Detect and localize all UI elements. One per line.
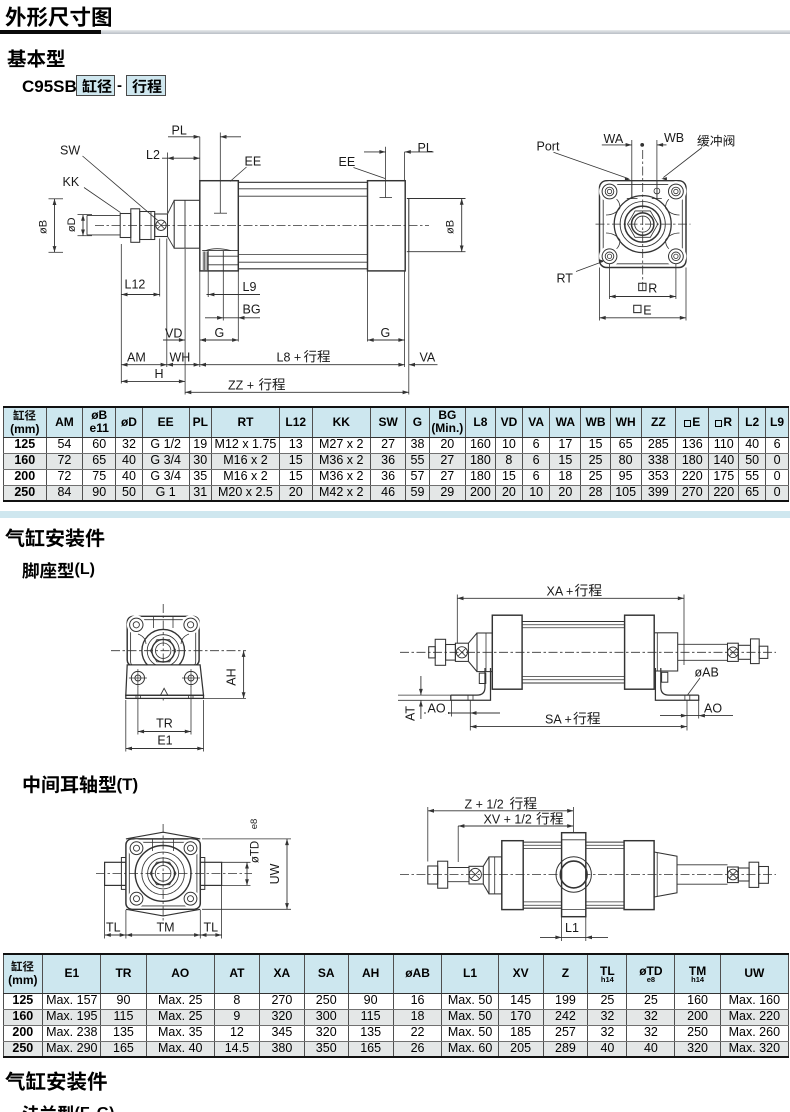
svg-text:Z + 1/2: Z + 1/2 — [465, 797, 508, 811]
svg-text:TR: TR — [156, 717, 173, 731]
svg-text:L12: L12 — [125, 278, 146, 292]
svg-text:AM: AM — [127, 350, 146, 364]
svg-text:H: H — [155, 367, 164, 381]
svg-text:E1: E1 — [157, 734, 172, 748]
svg-text:WH: WH — [170, 350, 191, 364]
svg-text:TL: TL — [204, 920, 219, 934]
svg-text:AH: AH — [225, 668, 239, 685]
svg-text:WB: WB — [664, 131, 684, 145]
svg-text:øTD: øTD — [250, 841, 262, 863]
svg-text:KK: KK — [63, 175, 80, 189]
svg-text:SA +: SA + — [545, 712, 575, 726]
svg-text:RT: RT — [557, 272, 574, 286]
svg-text:WA: WA — [604, 132, 624, 146]
svg-text:øB: øB — [38, 220, 50, 234]
svg-text:L2: L2 — [146, 148, 160, 162]
svg-text:PL: PL — [418, 141, 433, 155]
svg-text:UW: UW — [268, 863, 282, 884]
svg-text:TL: TL — [106, 920, 121, 934]
svg-text:EE: EE — [245, 155, 262, 169]
svg-text:PL: PL — [172, 124, 187, 138]
svg-text:ZZ +: ZZ + — [228, 378, 258, 392]
svg-text:L9: L9 — [243, 280, 257, 294]
svg-text:R: R — [648, 282, 657, 296]
svg-text:G: G — [215, 326, 225, 340]
svg-text:XA +: XA + — [547, 584, 577, 598]
svg-text:øB: øB — [445, 220, 457, 234]
svg-text:L1: L1 — [565, 921, 579, 935]
svg-text:e8: e8 — [249, 819, 260, 830]
svg-text:VD: VD — [165, 327, 182, 341]
svg-text:TM: TM — [157, 920, 175, 934]
svg-text:XV + 1/2: XV + 1/2 — [484, 813, 536, 827]
svg-text:Port: Port — [537, 140, 560, 154]
svg-text:BG: BG — [243, 303, 261, 317]
svg-text:G: G — [381, 326, 391, 340]
svg-text:VA: VA — [420, 350, 436, 364]
svg-text:SW: SW — [60, 144, 80, 158]
svg-text:E: E — [643, 304, 651, 318]
svg-text:EE: EE — [339, 155, 356, 169]
svg-text:AO: AO — [428, 701, 446, 715]
svg-text:L8 +: L8 + — [277, 350, 305, 364]
svg-text:øAB: øAB — [695, 665, 719, 679]
svg-text:øD: øD — [66, 217, 78, 232]
svg-text:AO: AO — [704, 702, 722, 716]
svg-text:AT: AT — [404, 706, 418, 721]
